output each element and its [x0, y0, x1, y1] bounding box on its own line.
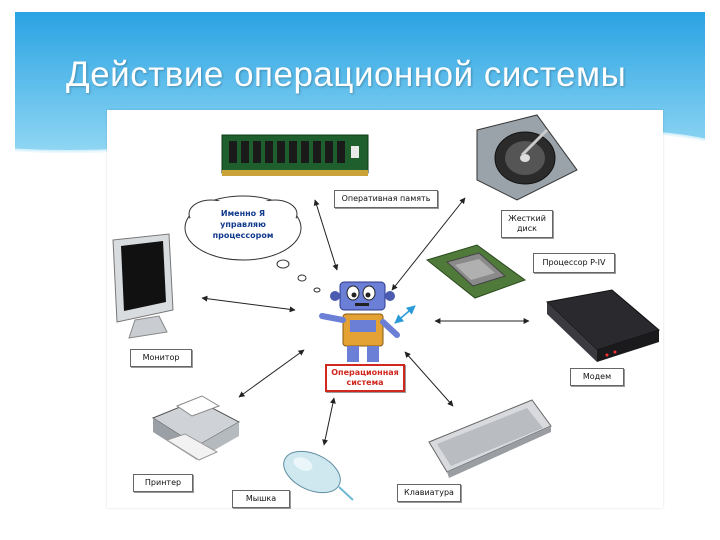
arrow-ram — [313, 199, 339, 271]
label-cpu: Процессор P-IV — [533, 253, 615, 273]
arrow-keyboard — [404, 351, 454, 407]
printer-icon — [151, 395, 241, 461]
label-os: Операционная система — [325, 364, 405, 392]
label-modem: Модем — [570, 368, 624, 386]
ram-module-icon — [221, 134, 369, 176]
hard-disk-icon — [476, 114, 578, 201]
label-printer: Принтер — [133, 474, 193, 492]
label-ram: Оперативная память — [334, 190, 438, 208]
label-mouse: Мышка — [232, 490, 290, 508]
monitor-icon — [112, 233, 174, 339]
modem-icon — [545, 289, 661, 362]
arrow-monitor — [201, 295, 296, 313]
thought-cloud — [184, 195, 321, 293]
thought-text: Именно Я управляю процессором — [212, 209, 274, 240]
processor-icon — [425, 244, 527, 299]
label-monitor: Монитор — [130, 349, 192, 367]
label-keyboard: Клавиатура — [397, 484, 461, 502]
arrow-printer — [238, 349, 305, 398]
arrow-cpu — [394, 305, 416, 324]
slide-title: Действие операционной системы — [66, 55, 627, 94]
keyboard-icon — [428, 399, 552, 478]
diagram-panel: Именно Я управляю процессором Оперативна… — [107, 110, 663, 508]
label-hdd: Жесткий диск — [501, 210, 553, 238]
arrow-mouse — [322, 397, 336, 446]
mouse-icon — [283, 450, 354, 501]
arrow-hdd — [391, 197, 466, 291]
robot-icon — [319, 281, 400, 362]
os-diagram — [112, 114, 661, 501]
